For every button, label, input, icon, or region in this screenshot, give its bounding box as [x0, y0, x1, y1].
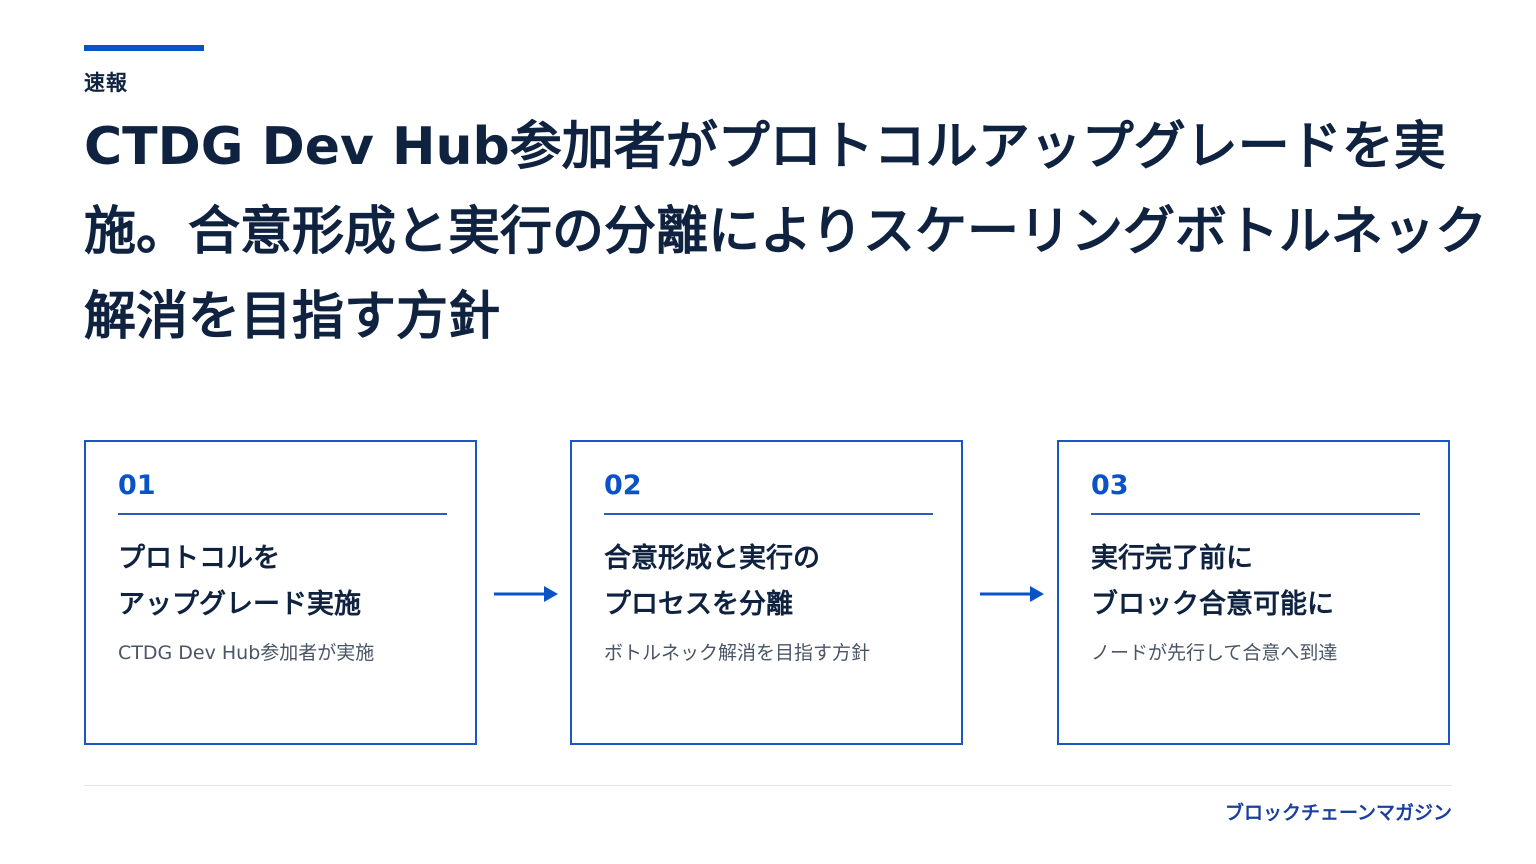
step-number: 03: [1091, 470, 1129, 501]
step-description: ノードが先行して合意へ到達: [1091, 642, 1338, 664]
step-number: 02: [604, 470, 642, 501]
kicker-label: 速報: [84, 71, 128, 95]
step-divider: [118, 513, 447, 515]
arrow-right-icon: [494, 586, 558, 602]
step-title-line: プロトコルを: [118, 543, 280, 574]
step-number: 01: [118, 470, 156, 501]
step-title-line: アップグレード実施: [118, 589, 361, 620]
publication-brand: ブロックチェーンマガジン: [1224, 802, 1452, 824]
headline: CTDG Dev Hub参加者がプロトコルアップグレードを実施。合意形成と実行の…: [84, 117, 1487, 347]
step-divider: [1091, 513, 1420, 515]
step-title-line: 合意形成と実行の: [604, 543, 820, 574]
process-steps: 01 プロトコルを アップグレード実施 CTDG Dev Hub参加者が実施 0…: [84, 440, 1452, 748]
step-title: 実行完了前に ブロック合意可能に: [1091, 536, 1431, 628]
step-card-3: 03 実行完了前に ブロック合意可能に ノードが先行して合意へ到達: [1057, 440, 1450, 745]
step-title-line: ブロック合意可能に: [1091, 589, 1334, 620]
step-title: プロトコルを アップグレード実施: [118, 536, 458, 628]
step-divider: [604, 513, 933, 515]
step-title: 合意形成と実行の プロセスを分離: [604, 536, 944, 628]
arrow-right-icon: [980, 586, 1044, 602]
step-card-2: 02 合意形成と実行の プロセスを分離 ボトルネック解消を目指す方針: [570, 440, 963, 745]
accent-bar: [84, 45, 204, 51]
step-card-1: 01 プロトコルを アップグレード実施 CTDG Dev Hub参加者が実施: [84, 440, 477, 745]
step-title-line: プロセスを分離: [604, 589, 793, 620]
step-description: CTDG Dev Hub参加者が実施: [118, 642, 375, 664]
step-title-line: 実行完了前に: [1091, 543, 1253, 574]
footer-divider: [84, 785, 1452, 786]
step-description: ボトルネック解消を目指す方針: [604, 642, 871, 664]
